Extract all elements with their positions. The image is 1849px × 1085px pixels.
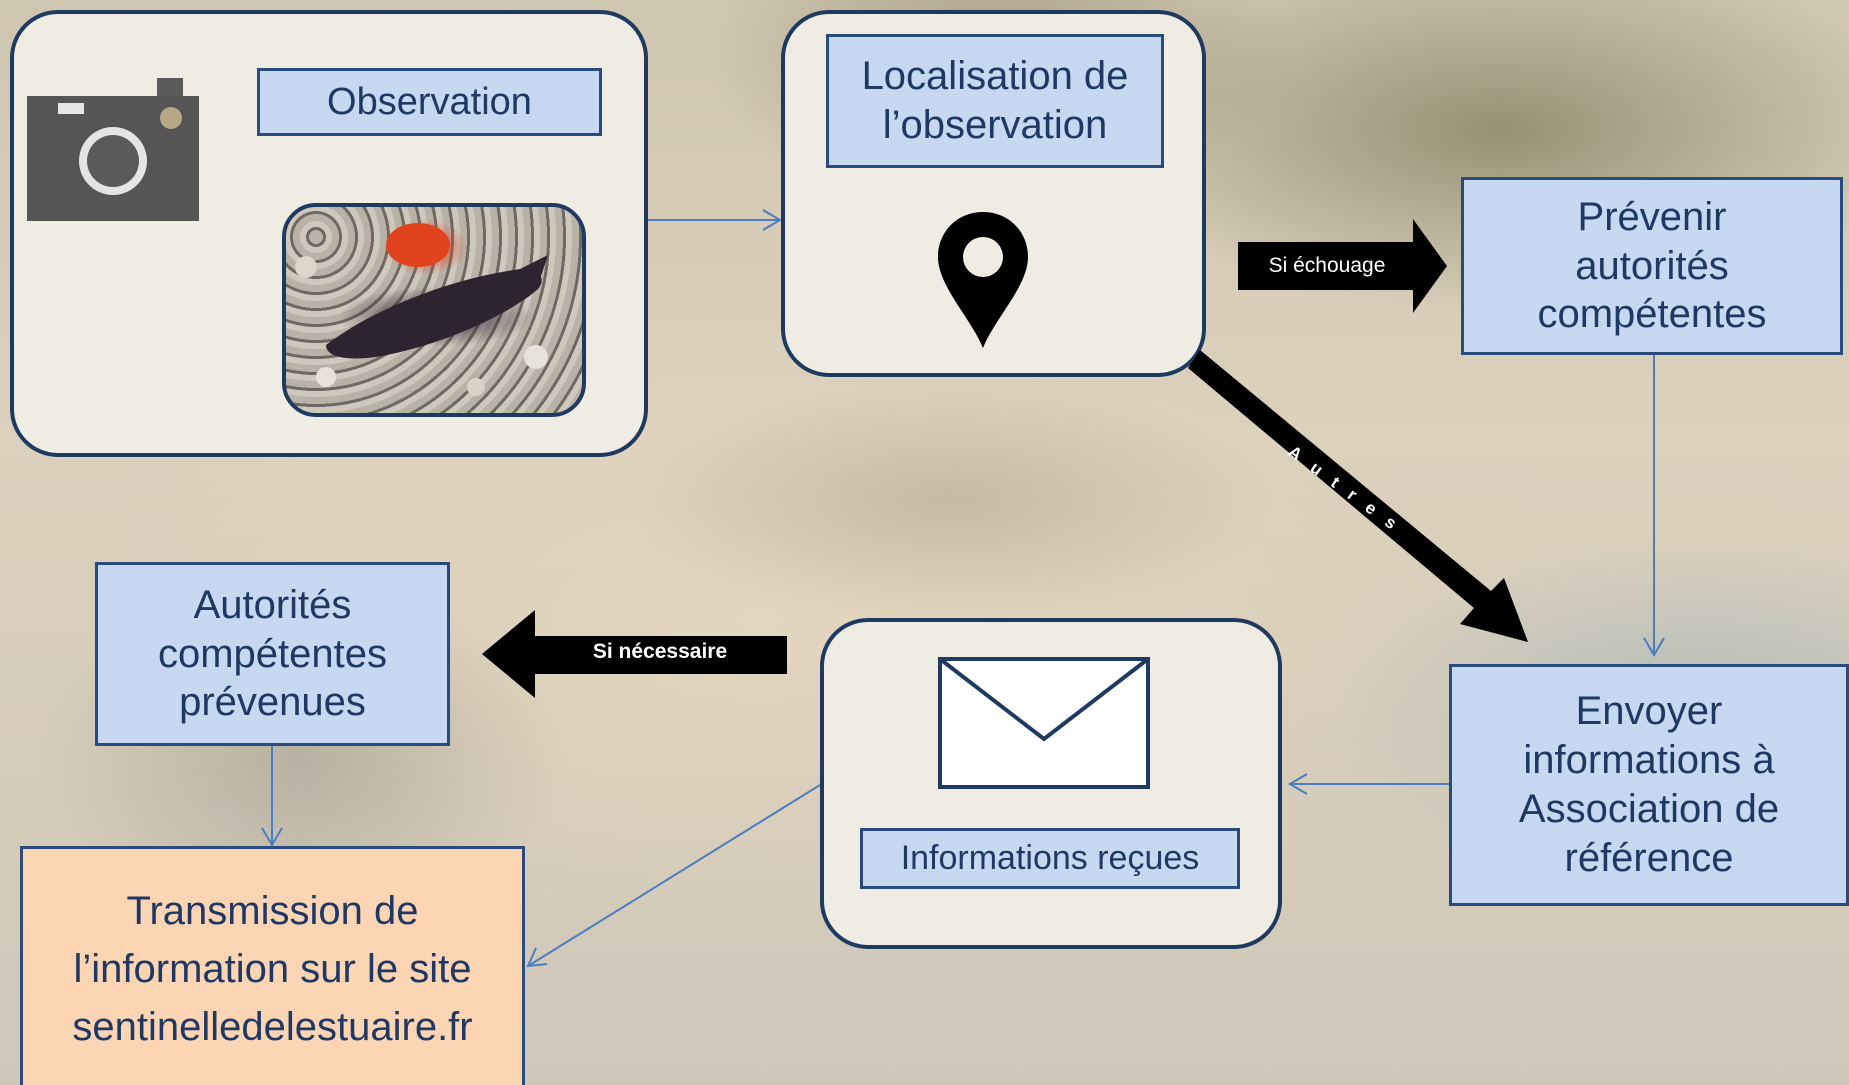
- informations-recues-text: Informations reçues: [900, 838, 1200, 877]
- si-echouage-label: Si échouage: [1268, 254, 1386, 277]
- observation-label: Observation: [257, 68, 602, 136]
- prevenir-autorites-box: Prévenir autorités compétentes: [1461, 177, 1843, 355]
- stranded-animal-photo: [282, 203, 586, 417]
- arrowhead: [1288, 773, 1308, 795]
- observation-text: Observation: [327, 80, 532, 123]
- arrowhead: [1643, 637, 1665, 657]
- informations-to-transmission-connector: [527, 784, 821, 967]
- informations-card: [820, 618, 1282, 949]
- transmission-text: Transmission de l’information sur le sit…: [72, 888, 473, 1049]
- si-necessaire-label: Si nécessaire: [592, 640, 728, 663]
- autorites-prevenues-box: Autorités compétentes prévenues: [95, 562, 450, 746]
- photo-detail: [295, 223, 548, 396]
- localisation-label: Localisation de l’observation: [826, 34, 1164, 168]
- localisation-text: Localisation de l’observation: [861, 54, 1129, 147]
- prevenir-text: Prévenir autorités compétentes: [1537, 194, 1767, 337]
- arrowhead: [526, 947, 548, 968]
- transmission-box: Transmission de l’information sur le sit…: [20, 846, 525, 1085]
- envoyer-informations-box: Envoyer informations à Association de ré…: [1449, 664, 1849, 906]
- envoyer-text: Envoyer informations à Association de ré…: [1518, 689, 1780, 880]
- autorites-text: Autorités compétentes prévenues: [157, 582, 388, 725]
- informations-recues-label: Informations reçues: [860, 828, 1240, 889]
- arrowhead: [261, 827, 283, 847]
- arrowhead: [762, 209, 782, 231]
